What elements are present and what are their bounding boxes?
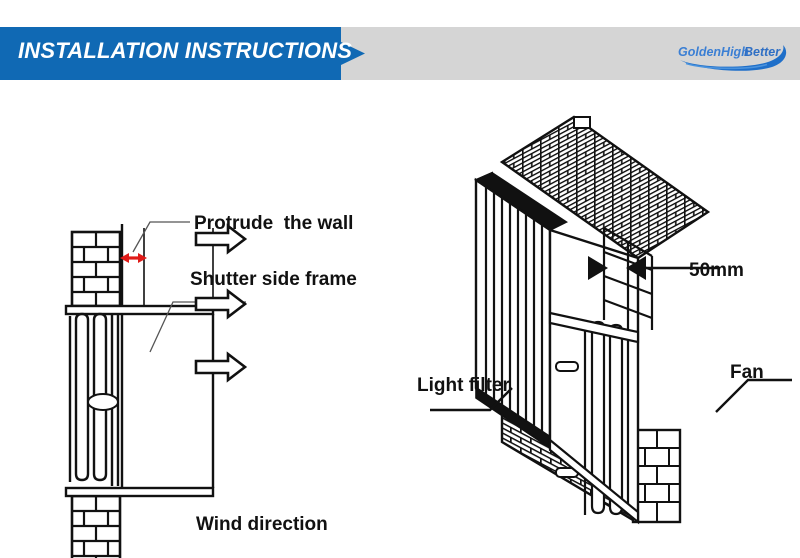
right-isometric-assembly: [430, 115, 792, 525]
dimension-arrow-50mm: [588, 256, 720, 280]
label-dimension-50mm: 50mm: [689, 260, 744, 281]
upper-brick-wall: [70, 230, 122, 308]
left-wall-section: [64, 224, 215, 558]
fan-leader-line: [715, 378, 792, 413]
page-title: INSTALLATION INSTRUCTIONS: [18, 38, 353, 63]
filter-pleats: [484, 187, 544, 432]
protrude-dimension-arrow: [120, 253, 147, 263]
label-wind-direction: Wind direction: [196, 514, 328, 535]
iso-wall-top-face: [499, 115, 711, 260]
mounting-bracket-grid: [602, 227, 654, 330]
fan-frame-bottom-rail: [548, 437, 640, 525]
lower-brick-wall: [70, 494, 122, 558]
label-shutter-side-frame: Shutter side frame: [190, 269, 357, 290]
brand-logo: GoldenHigh Better: [672, 38, 796, 72]
iso-wall-bottom-block: [631, 428, 682, 524]
louver-blades: [68, 312, 120, 486]
fan-blades: [555, 320, 630, 516]
wind-arrow-3: [194, 351, 248, 383]
label-light-filter: Light filter: [417, 375, 510, 396]
logo-text-secondary: Better: [744, 45, 781, 59]
logo-graphic: GoldenHigh Better: [678, 45, 787, 71]
wind-direction-arrows: [194, 223, 248, 383]
iso-wall-upper-return: [573, 116, 591, 129]
label-protrude-the-wall: Protrude the wall: [194, 213, 354, 234]
wind-arrow-1: [194, 223, 248, 255]
header-blue-banner: [0, 27, 380, 80]
light-filter-panel: [473, 171, 568, 450]
shutter-louver-assembly: [64, 304, 215, 498]
logo-text: GoldenHigh: [678, 45, 749, 59]
technical-drawing-area: Protrude the wall Shutter side frame Win…: [0, 80, 800, 558]
logo-swoosh-icon: [680, 45, 787, 71]
light-filter-leader-line: [430, 387, 513, 412]
header-banner-shape: [0, 27, 365, 80]
fan-frame-top-rail: [548, 311, 640, 344]
label-fan: Fan: [730, 362, 764, 383]
diagram-svg: [64, 115, 792, 558]
wind-arrow-2: [194, 288, 248, 320]
protrude-leader-line: [132, 221, 190, 253]
